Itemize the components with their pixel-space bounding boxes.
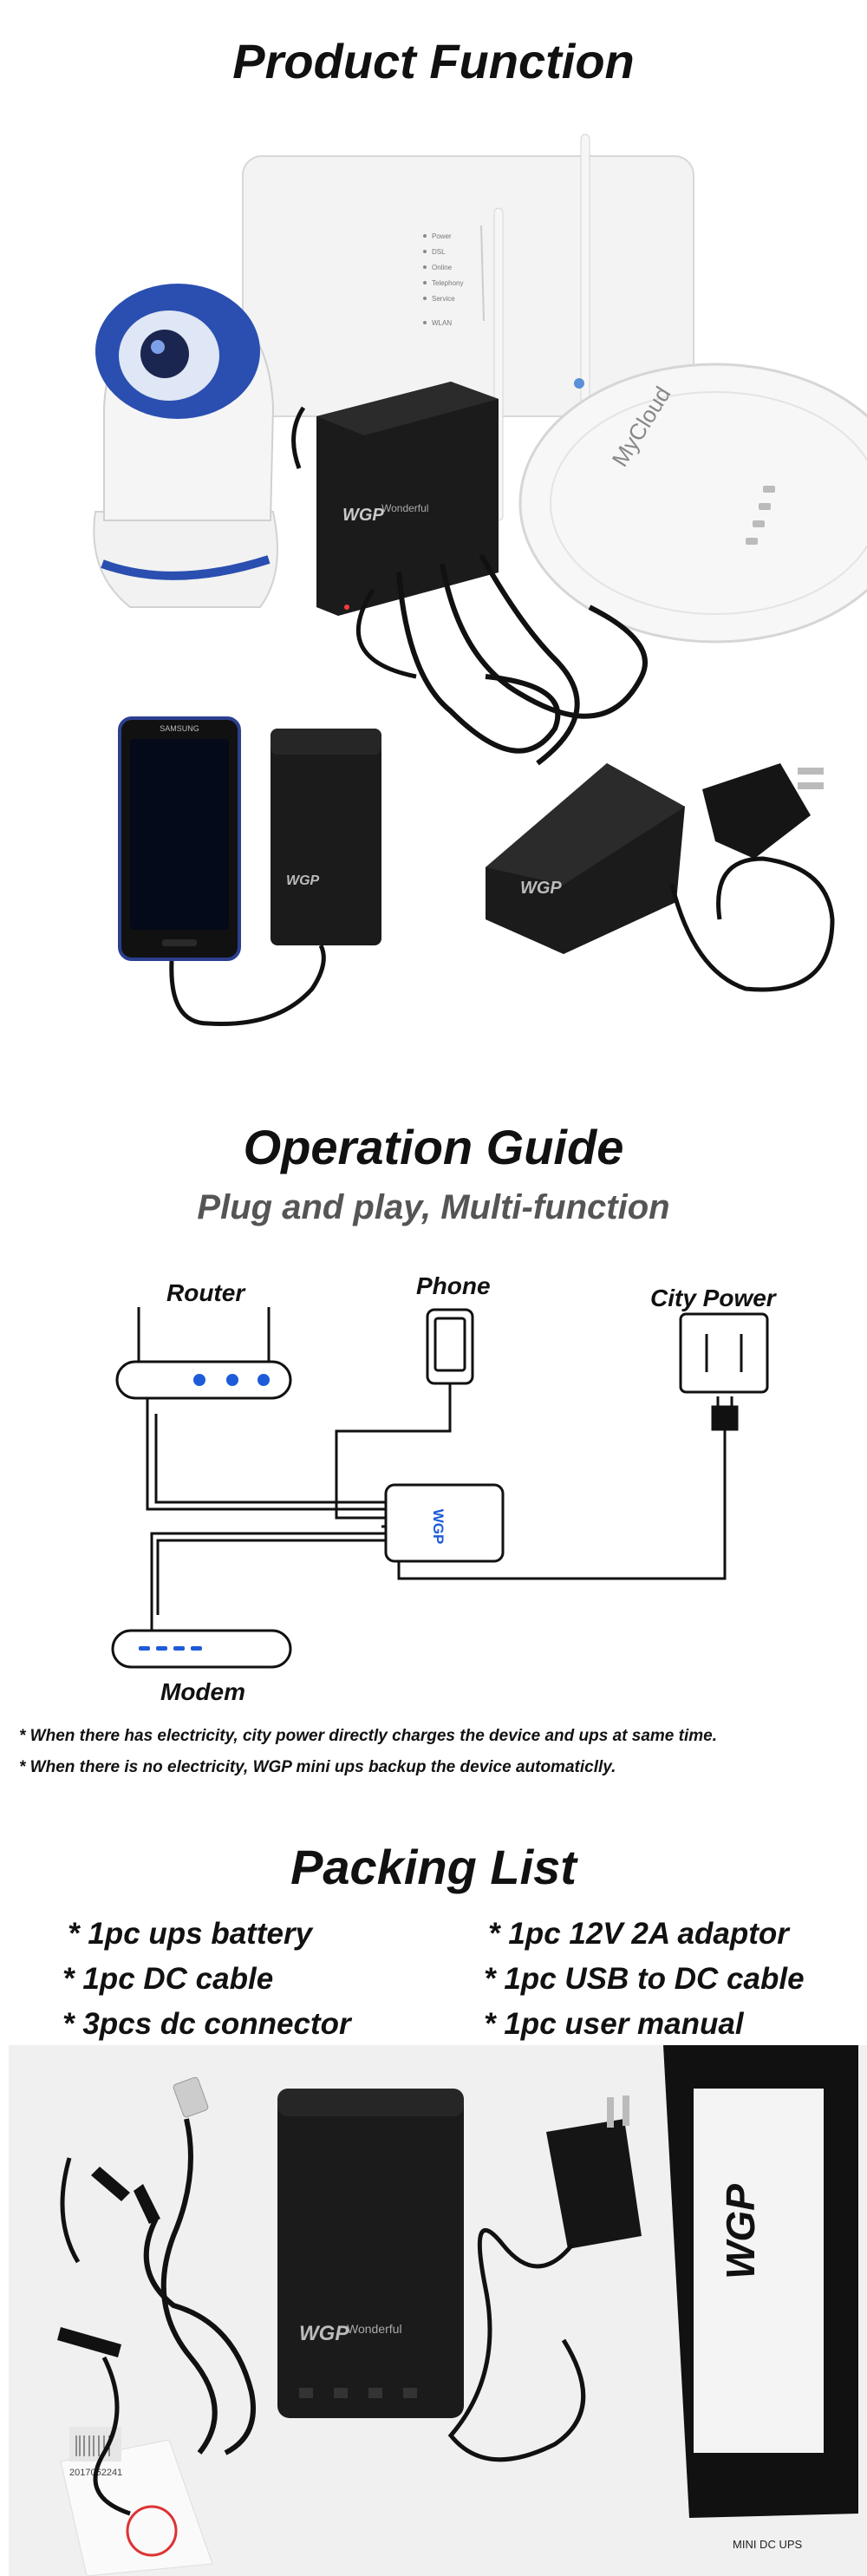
- product-function-title: Product Function: [232, 34, 635, 88]
- note-no-electricity: * When there is no electricity, WGP mini…: [19, 1758, 616, 1776]
- product-function-photo: Power DSL Online Telephony Service WLAN …: [93, 134, 867, 1026]
- diagram-router: [115, 1307, 292, 1414]
- svg-text:MINI DC UPS: MINI DC UPS: [733, 2538, 803, 2551]
- svg-text:Wonderful: Wonderful: [347, 2322, 402, 2336]
- svg-text:Online: Online: [432, 264, 453, 271]
- diagram-phone: [426, 1308, 474, 1385]
- operation-guide-title: Operation Guide: [243, 1120, 624, 1174]
- svg-text:Power: Power: [432, 232, 452, 240]
- svg-text:WGP: WGP: [342, 506, 384, 525]
- pack-item-usb-dc-cable: * 1pc USB to DC cable: [484, 1962, 805, 1996]
- power-adapter-photo: [702, 763, 824, 859]
- svg-text:DSL: DSL: [432, 248, 446, 256]
- svg-text:WGP: WGP: [286, 873, 320, 888]
- diagram-city-power-label: City Power: [650, 1285, 778, 1311]
- mini-ups-photo-4: WGP Wonderful: [277, 2089, 464, 2418]
- diagram-modem-label: Modem: [160, 1678, 245, 1705]
- svg-text:WGP: WGP: [299, 2322, 349, 2345]
- svg-text:WGP: WGP: [520, 879, 562, 898]
- router-photo: Power DSL Online Telephony Service WLAN: [242, 134, 694, 521]
- svg-text:Service: Service: [432, 295, 455, 303]
- dc-connectors-photo: [57, 2076, 256, 2516]
- smartphone-photo: SAMSUNG: [118, 716, 241, 961]
- ip-camera-photo: [93, 284, 278, 608]
- mini-ups-photo-2: WGP: [169, 729, 381, 1026]
- access-point-photo: MyCloud: [518, 363, 867, 644]
- svg-text:SAMSUNG: SAMSUNG: [160, 724, 199, 733]
- diagram-ups: [384, 1483, 505, 1563]
- svg-text:Telephony: Telephony: [432, 279, 463, 287]
- pack-item-user-manual: * 1pc user manual: [484, 2007, 744, 2041]
- packing-list-photo: 2017062241 WGP Wonderful WGP MINI DC UPS: [9, 2045, 867, 2576]
- diagram-wall-outlet: [679, 1312, 769, 1394]
- diagram-router-label: Router: [166, 1279, 246, 1306]
- operation-diagram: WGP Router Phone City Power Modem: [111, 1272, 778, 1705]
- diagram-phone-label: Phone: [416, 1272, 491, 1299]
- diagram-ups-label: WGP: [430, 1509, 447, 1545]
- pack-item-dc-connector: * 3pcs dc connector: [62, 2007, 351, 2041]
- power-adapter-photo-2: [447, 2095, 642, 2462]
- packing-list-title: Packing List: [290, 1840, 577, 1894]
- svg-text:Wonderful: Wonderful: [381, 502, 428, 514]
- diagram-modem: [111, 1615, 292, 1669]
- note-electricity: * When there has electricity, city power…: [19, 1727, 717, 1745]
- pack-item-dc-cable: * 1pc DC cable: [62, 1962, 274, 1996]
- svg-text:WLAN: WLAN: [432, 319, 452, 327]
- pack-item-adaptor: * 1pc 12V 2A adaptor: [488, 1917, 789, 1951]
- diagram-plug: [711, 1396, 739, 1431]
- retail-box-photo: WGP MINI DC UPS: [663, 2045, 858, 2551]
- mini-ups-photo-1: WGP Wonderful: [291, 382, 648, 766]
- mini-ups-photo-3: WGP: [486, 763, 835, 992]
- svg-text:WGP: WGP: [718, 2184, 763, 2279]
- operation-guide-subtitle: Plug and play, Multi-function: [197, 1188, 670, 1226]
- pack-item-ups-battery: * 1pc ups battery: [68, 1917, 313, 1951]
